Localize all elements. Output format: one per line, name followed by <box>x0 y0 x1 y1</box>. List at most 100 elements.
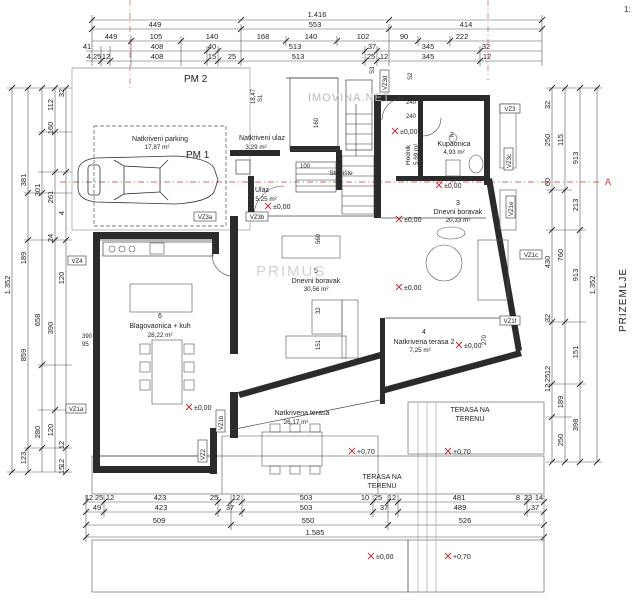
tag-vz3a: VZ3a <box>198 215 213 221</box>
room-terrace2-area: 7,25 m² <box>409 347 430 354</box>
level-bottom-1: ±0,00 <box>376 554 394 561</box>
dim-b1-10: 12 <box>388 493 396 502</box>
dim-top-1: 449 <box>149 20 162 29</box>
dim-b1-3: 12 <box>106 493 114 502</box>
room-parking-area: 17,87 m² <box>145 144 170 151</box>
dim-l5-2: 4 <box>57 211 66 215</box>
level-living3-top: ±0,00 <box>404 217 422 224</box>
floor-title: PRIZEMLJE <box>618 268 629 332</box>
level-terrace-right: +0,70 <box>453 449 471 456</box>
room-terrace-area: 26,17 m² <box>284 419 309 426</box>
tag-vz1b: VZ1b <box>219 415 225 430</box>
pm2-label: PM 2 <box>184 74 208 85</box>
left-dim-texts: 1.352 381 189 859 123 301 658 280 112 16… <box>3 89 66 474</box>
watermark-mid: PRIMUS <box>256 263 326 280</box>
watermark-top: IMOVINA.NET <box>308 92 391 104</box>
dim-b2-4: 503 <box>300 503 313 512</box>
window-tag-texts: VZ3a VZ3b VZ4 VZ1a VZ1b VZ2 VZ1c VZ3 VZ3… <box>69 76 538 460</box>
dim-r4-6: 513 <box>292 52 305 61</box>
room-living5-number: 5 <box>314 268 318 275</box>
tv-unit <box>281 235 341 259</box>
dim-r2-2: 105 <box>150 32 163 41</box>
stair-dim-5: 151 <box>316 339 322 350</box>
walls <box>93 95 522 474</box>
dim-r4-5: 25 <box>228 52 236 61</box>
round-table <box>425 244 463 282</box>
room-terrace2-number: 4 <box>422 329 426 336</box>
tag-vz1e: VZ1e <box>509 201 515 216</box>
dim-r4-9: 345 <box>422 52 435 61</box>
dim-r-13: 913 <box>571 152 580 165</box>
dim-r-16: 398 <box>571 419 580 432</box>
dim-r3-6: 345 <box>422 42 435 51</box>
room-living3-number: 3 <box>456 200 460 207</box>
dim-r-4: 430 <box>543 256 552 269</box>
dim-b1-7: 503 <box>300 493 313 502</box>
inner-dims: 100 240 160 560 151 390 95 240 32 S1 S2 … <box>82 66 488 350</box>
parking-area: PM 2 PM 1 Natkriveni parking 17,87 m² <box>71 67 251 231</box>
room-hall-area: 5,69 m² <box>413 144 420 165</box>
room-entry-covered-area: 3,29 m² <box>245 144 266 151</box>
kitchen-island <box>129 283 193 313</box>
stair-dim-8: 240 <box>406 114 417 120</box>
sofa <box>285 335 347 359</box>
dim-l4-1: 112 <box>46 99 55 111</box>
dim-r3-3: 40 <box>208 42 216 51</box>
dim-top-2: 553 <box>309 20 322 29</box>
tag-vz1f: VZ1f <box>504 319 517 325</box>
thin-lines <box>100 77 516 457</box>
dim-r2-7: 90 <box>400 32 408 41</box>
dim-b1-5: 25 <box>210 493 218 502</box>
dim-r-15: 151 <box>571 346 580 359</box>
right-dimension-lines <box>546 87 602 463</box>
dim-b1-1: 12 <box>85 493 93 502</box>
door-dim-270: 270 <box>482 334 488 345</box>
dim-r-10: 760 <box>556 249 565 262</box>
dim-l2-4: 123 <box>19 452 28 465</box>
dim-l3-2: 658 <box>33 314 42 327</box>
room-bath-name: Kupaonica <box>437 141 470 148</box>
level-entry: ±0,00 <box>273 204 291 211</box>
dim-r2-5: 140 <box>305 32 318 41</box>
dim-r-6: 12 <box>543 366 552 374</box>
pm1-label: PM 1 <box>186 150 210 161</box>
dim-l4-6: 120 <box>46 424 55 437</box>
dim-l4-5: 390 <box>46 322 55 335</box>
stair-dim-3: 160 <box>314 117 320 128</box>
dim-b1-11: 481 <box>453 493 466 502</box>
room-dining-name: Blagovaonica + kuh <box>129 323 190 330</box>
dim-r-2: 250 <box>543 134 552 147</box>
dim-b2-5: 37 <box>380 503 388 512</box>
level-hall: ±0,00 <box>400 129 418 136</box>
dim-r-17: 213 <box>571 199 580 212</box>
dim-b4-1: 1.585 <box>306 528 325 537</box>
room-living5-area: 30,56 m² <box>304 286 329 293</box>
dim-b1-14: 14 <box>535 493 543 502</box>
dim-l4-4: 24 <box>46 234 55 242</box>
room-hall-name: Hodnik <box>405 144 412 165</box>
room-bath-area: 4,93 m² <box>443 149 464 156</box>
level-bottom-2: +0,70 <box>453 554 471 561</box>
door-s1: S1 <box>258 94 264 102</box>
tag-vz3b: VZ3b <box>250 215 265 221</box>
top-dim-texts: 1.416 449 553 414 449 105 140 168 140 10… <box>83 10 491 61</box>
dim-b2-2: 423 <box>155 503 168 512</box>
dim-b1-13: 23 <box>524 493 532 502</box>
dim-l3-3: 280 <box>33 426 42 439</box>
dim-r2-1: 449 <box>105 32 118 41</box>
dim-r4-3: 408 <box>151 52 164 61</box>
outside-terraces <box>91 401 545 593</box>
dim-b1-6: 12 <box>232 493 240 502</box>
stair-dim-2: 240 <box>406 100 417 106</box>
left-dim-ticks <box>8 84 70 476</box>
dim-top-total: 1.416 <box>308 10 327 19</box>
stair-dim-9: 32 <box>316 307 322 314</box>
dim-r3-4: 513 <box>289 42 302 51</box>
tag-vz2: VZ2 <box>201 448 207 460</box>
dim-l5-6: 15 <box>57 466 66 474</box>
dim-r-12: 250 <box>556 434 565 447</box>
bottom-dimension-lines <box>85 495 545 542</box>
door-s2: S2 <box>408 72 414 80</box>
dim-b2-7: 37 <box>531 503 539 512</box>
